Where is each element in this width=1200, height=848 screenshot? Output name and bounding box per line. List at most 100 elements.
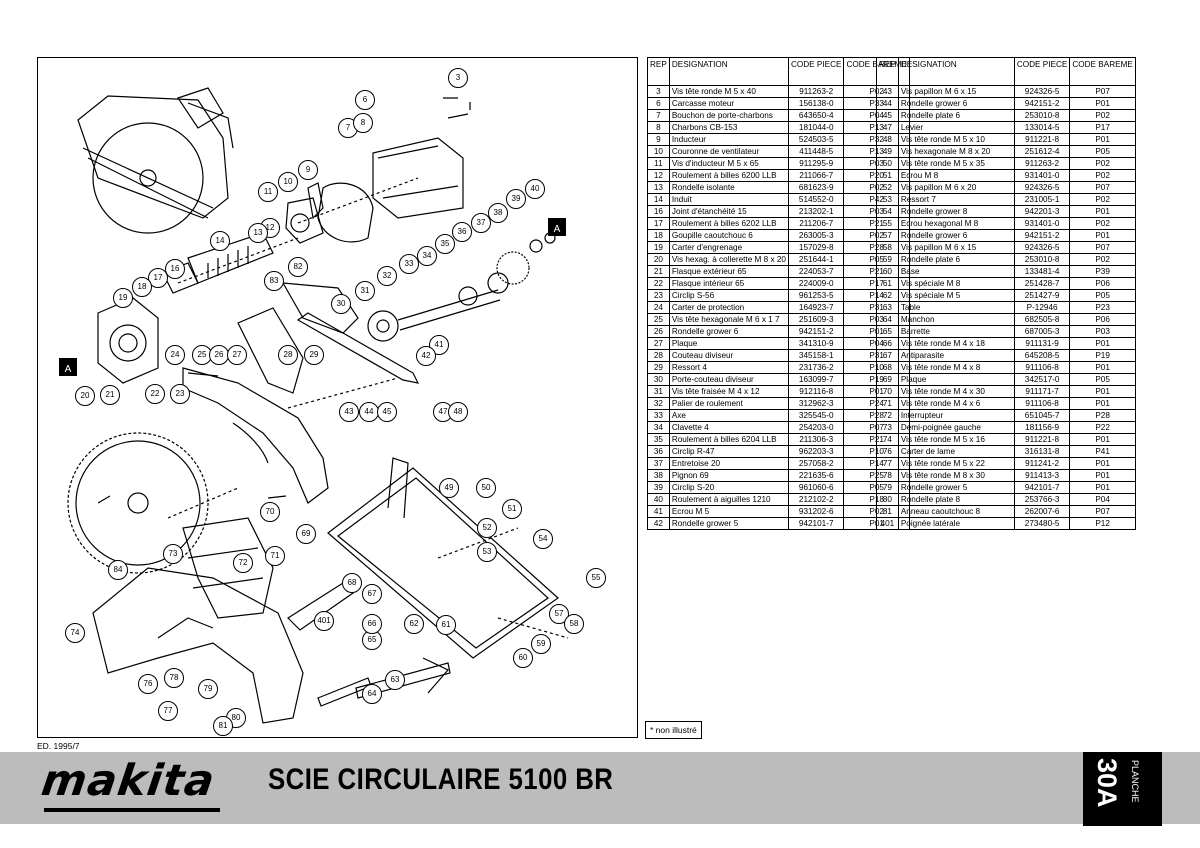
cell-rep: 80 <box>876 493 899 506</box>
cell-designation: Ecrou M 8 <box>897 169 1015 182</box>
cell-code-piece: 345158-1 <box>787 349 845 362</box>
cell-rep: 30 <box>647 373 670 386</box>
cell-code-bareme: P41 <box>1069 445 1136 458</box>
callout-60: 60 <box>513 648 533 668</box>
cell-code-piece: 251427-9 <box>1013 289 1071 302</box>
cell-code-piece: 911131-9 <box>1013 337 1071 350</box>
callout-44: 44 <box>359 402 379 422</box>
cell-rep: 32 <box>647 397 670 410</box>
cell-code-piece: 681623-9 <box>787 181 845 194</box>
header-code-piece: CODE PIECE <box>1013 57 1071 86</box>
cell-code-piece: 931401-0 <box>1013 217 1071 230</box>
callout-33: 33 <box>399 254 419 274</box>
cell-code-bareme: P02 <box>1069 169 1136 182</box>
callout-50: 50 <box>476 478 496 498</box>
cell-rep: 37 <box>647 457 670 470</box>
cell-designation: Vis tête ronde M 4 x 6 <box>897 397 1015 410</box>
cell-code-piece: 263005-3 <box>787 229 845 242</box>
cell-rep: 71 <box>876 397 899 410</box>
callout-38: 38 <box>488 203 508 223</box>
cell-rep: 57 <box>876 229 899 242</box>
blade-guard <box>182 367 329 504</box>
plate-number: 30A <box>1092 758 1122 808</box>
callout-72: 72 <box>233 553 253 573</box>
callout-54: 54 <box>533 529 553 549</box>
cell-designation: Rondelle grower 5 <box>668 517 789 530</box>
cell-rep: 45 <box>876 109 899 122</box>
cell-designation: Roulement à billes 6200 LLB <box>668 169 789 182</box>
cell-code-bareme: P01 <box>1069 457 1136 470</box>
cell-code-piece: 341310-9 <box>787 337 845 350</box>
cell-designation: Inducteur <box>668 133 789 146</box>
cell-rep: 22 <box>647 277 670 290</box>
cell-rep: 36 <box>647 445 670 458</box>
cell-rep: 16 <box>647 205 670 218</box>
cell-rep: 34 <box>647 421 670 434</box>
callout-17: 17 <box>148 268 168 288</box>
header-code-bareme: CODE BAREME <box>1069 57 1136 86</box>
callout-70: 70 <box>260 502 280 522</box>
callout-43: 43 <box>339 402 359 422</box>
cell-rep: 13 <box>647 181 670 194</box>
cell-designation: Ressort 4 <box>668 361 789 374</box>
cell-rep: 54 <box>876 205 899 218</box>
cell-rep: 66 <box>876 337 899 350</box>
cell-designation: Couronne de ventilateur <box>668 145 789 158</box>
cell-rep: 25 <box>647 313 670 326</box>
cell-designation: Rondelle plate 6 <box>897 109 1015 122</box>
cell-designation: Ressort 7 <box>897 193 1015 206</box>
callout-19: 19 <box>113 288 133 308</box>
riving-knife <box>237 307 304 394</box>
cell-code-piece: 133014-5 <box>1013 121 1071 134</box>
cell-designation: Palier de roulement <box>668 397 789 410</box>
fan-ring <box>285 197 324 244</box>
cell-designation: Rondelle grower 6 <box>668 325 789 338</box>
cell-designation: Barrette <box>897 325 1015 338</box>
page-title: SCIE CIRCULAIRE 5100 BR <box>268 763 614 796</box>
cell-rep: 79 <box>876 481 899 494</box>
cell-designation: Vis papillon M 6 x 20 <box>897 181 1015 194</box>
cell-designation: Vis tête ronde M 4 x 30 <box>897 385 1015 398</box>
cell-designation: Levier <box>897 121 1015 134</box>
cell-code-piece: 924326-5 <box>1013 181 1071 194</box>
cell-code-piece: 312962-3 <box>787 397 845 410</box>
cell-rep: 3 <box>647 85 670 98</box>
callout-68: 68 <box>342 573 362 593</box>
cell-code-piece: 262007-6 <box>1013 505 1071 518</box>
callout-23: 23 <box>170 384 190 404</box>
inductor <box>317 182 374 243</box>
cell-rep: 64 <box>876 313 899 326</box>
cell-rep: 42 <box>647 517 670 530</box>
cell-code-piece: 682505-8 <box>1013 313 1071 326</box>
cell-designation: Roulement à billes 6204 LLB <box>668 433 789 446</box>
cell-code-piece: 212102-2 <box>787 493 845 506</box>
callout-65: 65 <box>362 630 382 650</box>
callout-16: 16 <box>165 259 185 279</box>
callout-53: 53 <box>477 542 497 562</box>
cell-rep: 77 <box>876 457 899 470</box>
cell-designation: Ecrou M 5 <box>668 505 789 518</box>
cell-code-bareme: P05 <box>1069 145 1136 158</box>
cell-code-piece: 181156-9 <box>1013 421 1071 434</box>
cell-designation: Pignon 69 <box>668 469 789 482</box>
cell-designation: Manchon <box>897 313 1015 326</box>
callout-31: 31 <box>355 281 375 301</box>
cell-designation: Clavette 4 <box>668 421 789 434</box>
